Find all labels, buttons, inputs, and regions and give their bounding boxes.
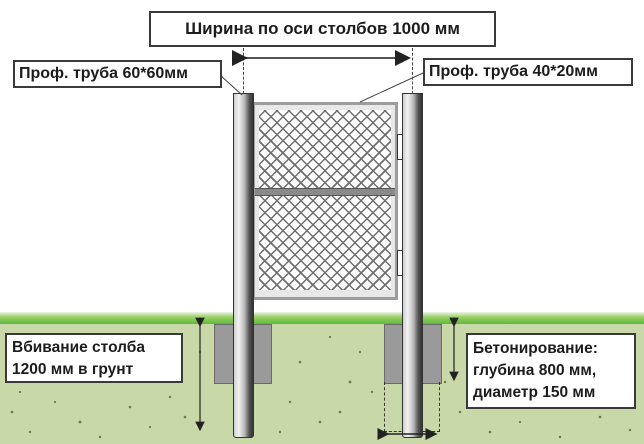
gate-frame-profile-label: Проф. труба 40*20мм [423,58,633,86]
concreting-spec-label: Бетонирование: глубина 800 мм, диаметр 1… [466,333,636,409]
concrete-label-line1: Бетонирование: [473,340,598,357]
grass-strip [0,312,644,324]
driving-label-line2: 1200 мм в грунт [12,361,134,378]
right-post-axis-line [412,48,413,94]
gate-crossbar [255,188,395,196]
post-axis-width-label: Ширина по оси столбов 1000 мм [149,11,496,47]
left-post-profile-label: Проф. труба 60*60мм [13,60,222,88]
concrete-label-line2: глубина 800 мм, [473,362,597,379]
concrete-label-line3: диаметр 150 мм [473,384,596,401]
driving-label-line1: Вбивание столба [12,339,145,356]
gate-mesh-lower [259,196,391,290]
left-post-axis-line [243,48,244,94]
gate-mesh-upper [259,110,391,188]
post-driving-depth-label: Вбивание столба 1200 мм в грунт [5,333,183,383]
